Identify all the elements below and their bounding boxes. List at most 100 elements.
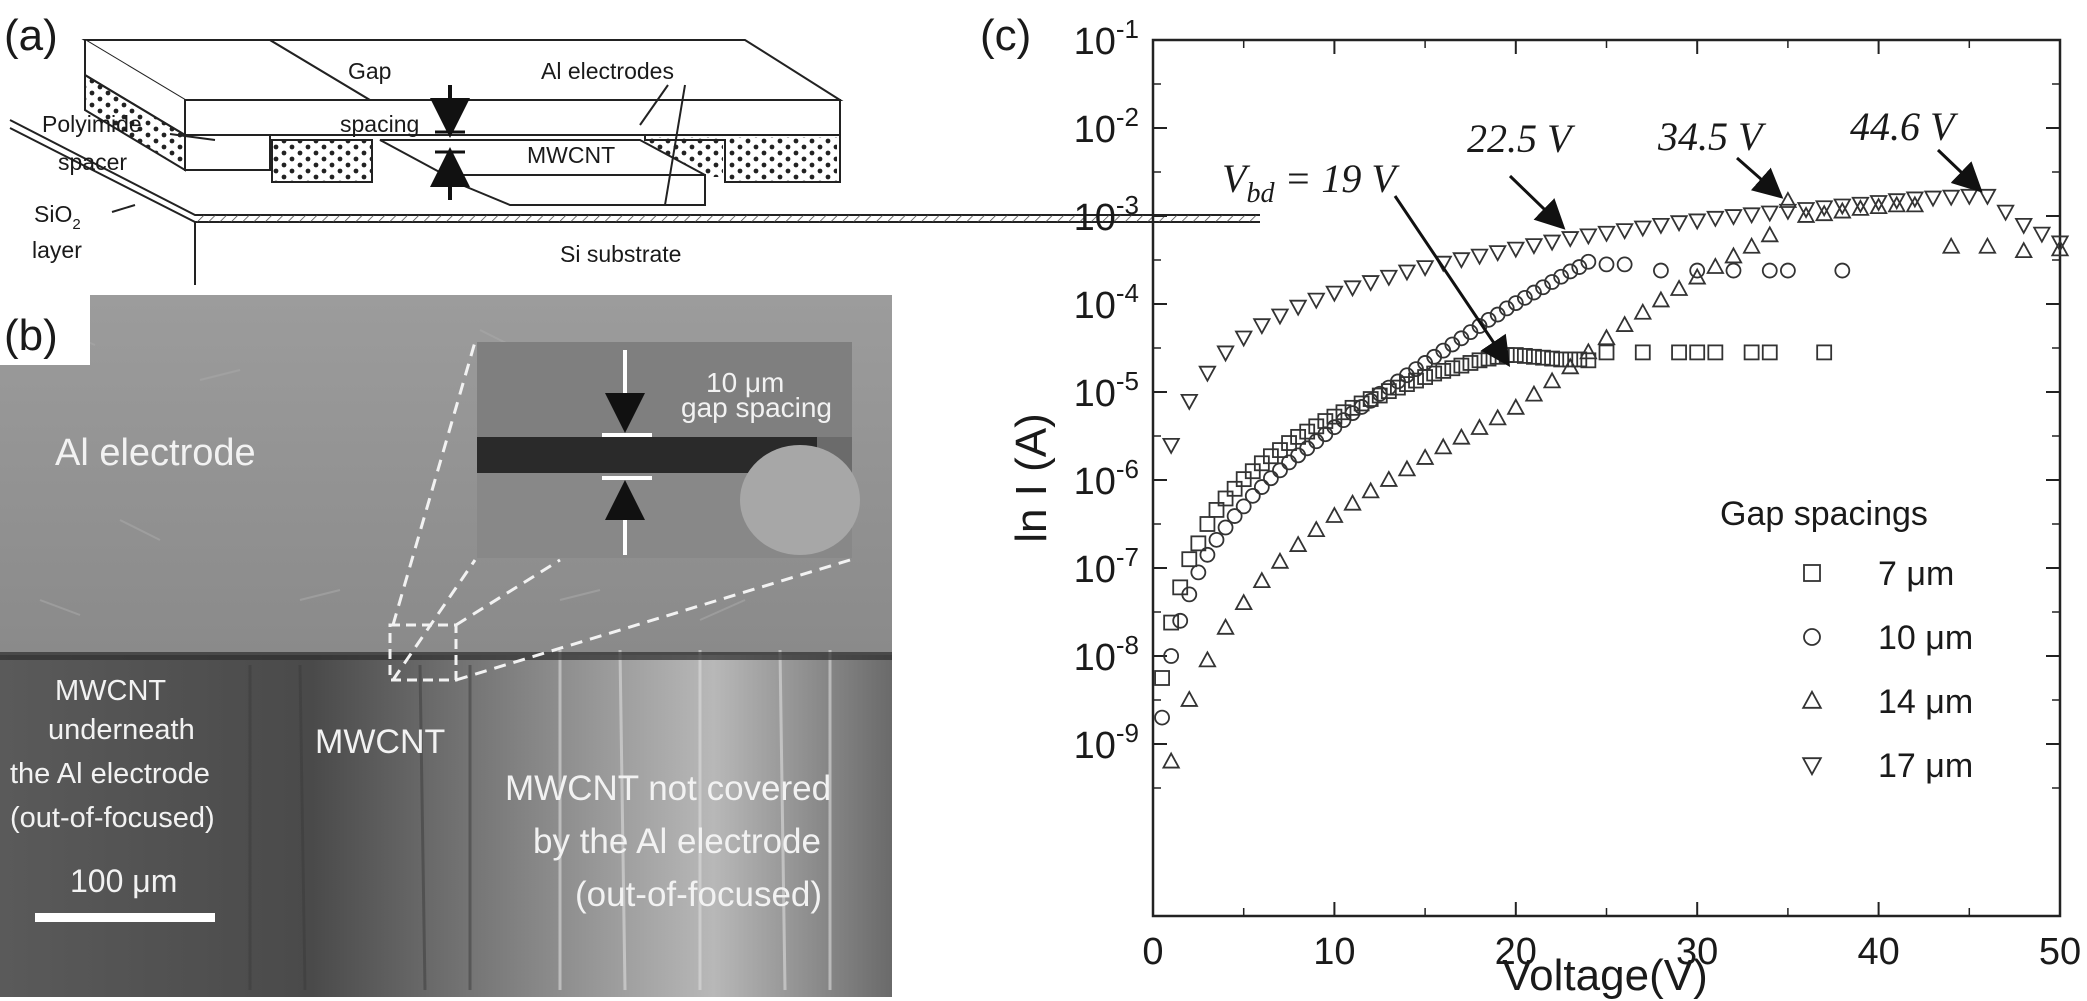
data-point-square <box>1743 344 1760 361</box>
y-tick-base: 10 <box>1074 549 1116 591</box>
y-tick-base: 10 <box>1074 197 1116 239</box>
data-point-triangle-down <box>1216 345 1235 363</box>
data-point-square <box>1761 344 1778 361</box>
data-point-triangle-up <box>1669 279 1689 296</box>
data-point-circle <box>1780 262 1796 279</box>
y-axis: 10-110-210-310-410-510-610-710-810-9 <box>1074 14 2060 789</box>
x-tick-label: 0 <box>1142 931 1163 973</box>
data-point-triangle-up <box>1506 397 1526 415</box>
y-tick-base: 10 <box>1074 637 1116 679</box>
data-point-square <box>1190 535 1207 552</box>
y-tick-label: 10-7 <box>1074 542 1139 591</box>
data-point-triangle-down <box>1325 285 1344 303</box>
data-point-circle <box>1544 274 1560 290</box>
data-point-circle <box>1172 612 1189 629</box>
data-point-circle <box>1199 546 1216 563</box>
data-point-triangle-up <box>1161 751 1181 769</box>
mwcnt-underneath-line2: underneath <box>48 714 195 746</box>
data-point-triangle-down <box>1778 203 1798 221</box>
legend-title: Gap spacings <box>1720 495 1928 533</box>
breakdown-voltage-label: 34.5 V <box>1657 114 1767 159</box>
data-point-triangle-up <box>1651 290 1671 308</box>
mwcnt-uncovered-line3: (out-of-focused) <box>575 875 822 914</box>
data-point-circle <box>1526 284 1542 301</box>
data-point-circle <box>1653 262 1669 279</box>
data-point-triangle-up <box>1452 427 1471 445</box>
data-point-triangle-up <box>1415 448 1435 465</box>
data-point-triangle-up <box>1687 267 1707 285</box>
data-point-square <box>1535 349 1551 366</box>
data-point-square <box>1453 357 1470 374</box>
data-point-triangle-down <box>1960 188 1979 206</box>
data-point-square <box>1344 399 1361 416</box>
inset-label-line1: 10 μm <box>706 367 784 398</box>
gap-spacing-indicator <box>430 85 470 200</box>
data-point-square <box>1671 344 1687 361</box>
y-tick-base: 10 <box>1074 373 1116 415</box>
data-point-square <box>1308 418 1325 435</box>
y-tick-base: 10 <box>1074 725 1116 767</box>
polyimide-label-line1: Polyimide <box>42 111 142 137</box>
data-point-square <box>1208 502 1225 518</box>
data-point-triangle-down <box>1180 393 1199 411</box>
data-point-circle <box>1226 508 1243 524</box>
data-point-circle <box>1761 262 1778 279</box>
al-electrodes-label: Al electrodes <box>541 58 674 84</box>
scale-bar <box>35 913 215 922</box>
panel-b-sem: (b) Al electrode 10 μm gap spacing MWCNT… <box>0 295 892 997</box>
breakdown-arrow <box>1393 195 1511 367</box>
data-point-triangle-up <box>1542 371 1562 389</box>
sem-bottom-region <box>0 655 892 997</box>
data-point-circle <box>1163 648 1180 664</box>
data-point-triangle-down <box>1361 275 1380 292</box>
panel-c-chart: (c) 10-110-210-310-410-510-610-710-810-9… <box>980 11 2081 1000</box>
polyimide-label-line2: spacer <box>58 149 127 175</box>
data-point-circle <box>1217 519 1234 536</box>
data-point-triangle-up <box>1234 593 1253 611</box>
legend-entry-label: 7 μm <box>1878 555 1954 593</box>
series-triangle-up <box>1161 191 2070 769</box>
data-point-triangle-down <box>2014 217 2033 235</box>
breakdown-arrow <box>1936 148 1983 193</box>
sio2-label-line2: layer <box>32 237 82 263</box>
x-tick-label: 30 <box>1676 931 1718 973</box>
series-circle <box>1154 253 1851 726</box>
y-tick-exponent: -3 <box>1116 190 1139 220</box>
data-point-circle <box>1507 295 1524 312</box>
data-point-square <box>1689 344 1706 361</box>
y-tick-label: 10-3 <box>1074 190 1139 239</box>
data-point-triangle-up <box>1524 384 1544 402</box>
y-tick-exponent: -6 <box>1116 454 1139 484</box>
data-point-circle <box>1689 262 1706 279</box>
data-point-triangle-down <box>1887 193 1906 211</box>
data-point-triangle-up <box>1851 199 1870 216</box>
panel-b-label-bg <box>0 295 90 365</box>
data-point-square <box>1290 428 1307 445</box>
sem-inset: 10 μm gap spacing <box>477 342 860 558</box>
data-point-triangle-down <box>1760 205 1779 223</box>
data-point-circle <box>1535 279 1551 296</box>
data-point-triangle-down <box>1851 196 1870 214</box>
data-point-triangle-up <box>1270 551 1290 569</box>
y-tick-exponent: -4 <box>1116 278 1139 308</box>
data-point-triangle-up <box>1742 236 1761 254</box>
data-point-circle <box>1154 709 1170 726</box>
data-point-triangle-down <box>1996 204 2015 222</box>
data-point-triangle-down <box>1706 210 1725 228</box>
substrate-drawing <box>9 119 1260 285</box>
y-tick-label: 10-6 <box>1074 454 1139 503</box>
data-point-triangle-up <box>1488 408 1507 426</box>
data-point-triangle-down <box>1814 200 1834 218</box>
data-point-square <box>1426 365 1443 382</box>
data-point-circle <box>1253 479 1270 495</box>
legend-entry-label: 17 μm <box>1878 747 1973 785</box>
mwcnt-underneath-line4: (out-of-focused) <box>10 802 215 834</box>
data-point-circle <box>1571 259 1588 275</box>
breakdown-arrow <box>1508 174 1566 230</box>
data-point-square <box>1199 516 1216 532</box>
inset-label-line2: gap spacing <box>681 392 832 423</box>
data-point-triangle-down <box>1869 195 1888 212</box>
data-point-square <box>1444 360 1461 377</box>
data-point-triangle-up <box>1343 493 1362 511</box>
data-point-triangle-up <box>1905 195 1925 213</box>
